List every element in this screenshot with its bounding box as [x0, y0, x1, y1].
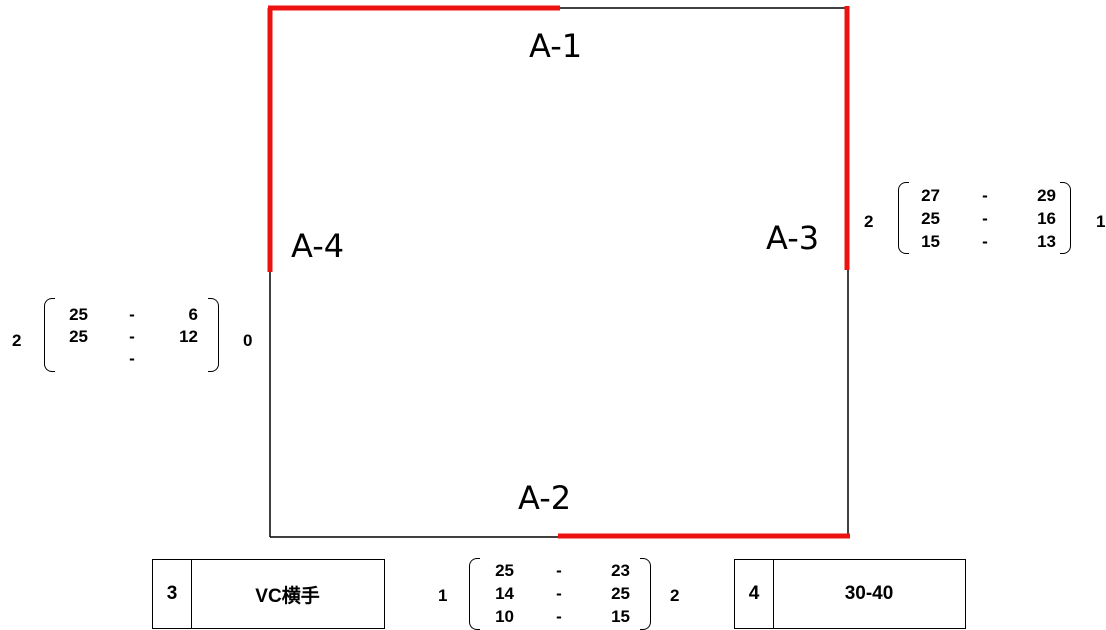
score-right: 25 [611, 584, 630, 603]
score-right: 12 [179, 327, 198, 346]
team-seed: 4 [735, 560, 774, 628]
score-right: 15 [611, 607, 630, 626]
bottom-match-close-paren [640, 558, 651, 630]
label-a2: A-2 [518, 479, 572, 517]
score-dash: - [129, 305, 135, 324]
score-dash: - [129, 327, 135, 346]
right-match-close-paren [1060, 182, 1071, 254]
bottom-match-left-sets: 1 [438, 586, 448, 605]
score-right: 23 [611, 561, 630, 580]
score-left: 10 [495, 607, 514, 626]
score-dash: - [982, 209, 988, 228]
team-box-4: 4 30-40 [734, 559, 966, 629]
score-right: 16 [1037, 209, 1056, 228]
right-match-left-sets: 2 [864, 212, 874, 231]
right-match-right-sets: 1 [1096, 212, 1106, 231]
bottom-match-right-sets: 2 [670, 586, 680, 605]
score-right: 29 [1037, 186, 1056, 205]
score-dash: - [556, 607, 562, 626]
right-match-open-paren [898, 182, 909, 254]
score-left: 25 [921, 209, 940, 228]
score-left: 25 [69, 305, 88, 324]
score-dash: - [982, 232, 988, 251]
left-match-open-paren [44, 298, 55, 372]
score-dash: - [982, 186, 988, 205]
team-name: VC横手 [255, 585, 320, 607]
score-dash: - [556, 584, 562, 603]
team-seed: 3 [153, 560, 192, 628]
score-left: 27 [921, 186, 940, 205]
team-name: 30-40 [844, 583, 894, 604]
score-dash: - [556, 561, 562, 580]
label-a4: A-4 [291, 227, 345, 265]
score-right: 13 [1037, 232, 1056, 251]
left-match-left-sets: 2 [12, 331, 22, 350]
score-left: 14 [495, 584, 514, 603]
score-dash: - [129, 349, 135, 368]
score-left: 25 [69, 327, 88, 346]
left-match-right-sets: 0 [243, 331, 253, 350]
score-left: 25 [495, 561, 514, 580]
score-right: 6 [188, 305, 198, 324]
label-a1: A-1 [529, 27, 583, 65]
left-match-close-paren [208, 298, 219, 372]
label-a3: A-3 [766, 219, 820, 257]
score-left: 15 [921, 232, 940, 251]
team-box-3: 3 VC横手 [152, 559, 385, 629]
